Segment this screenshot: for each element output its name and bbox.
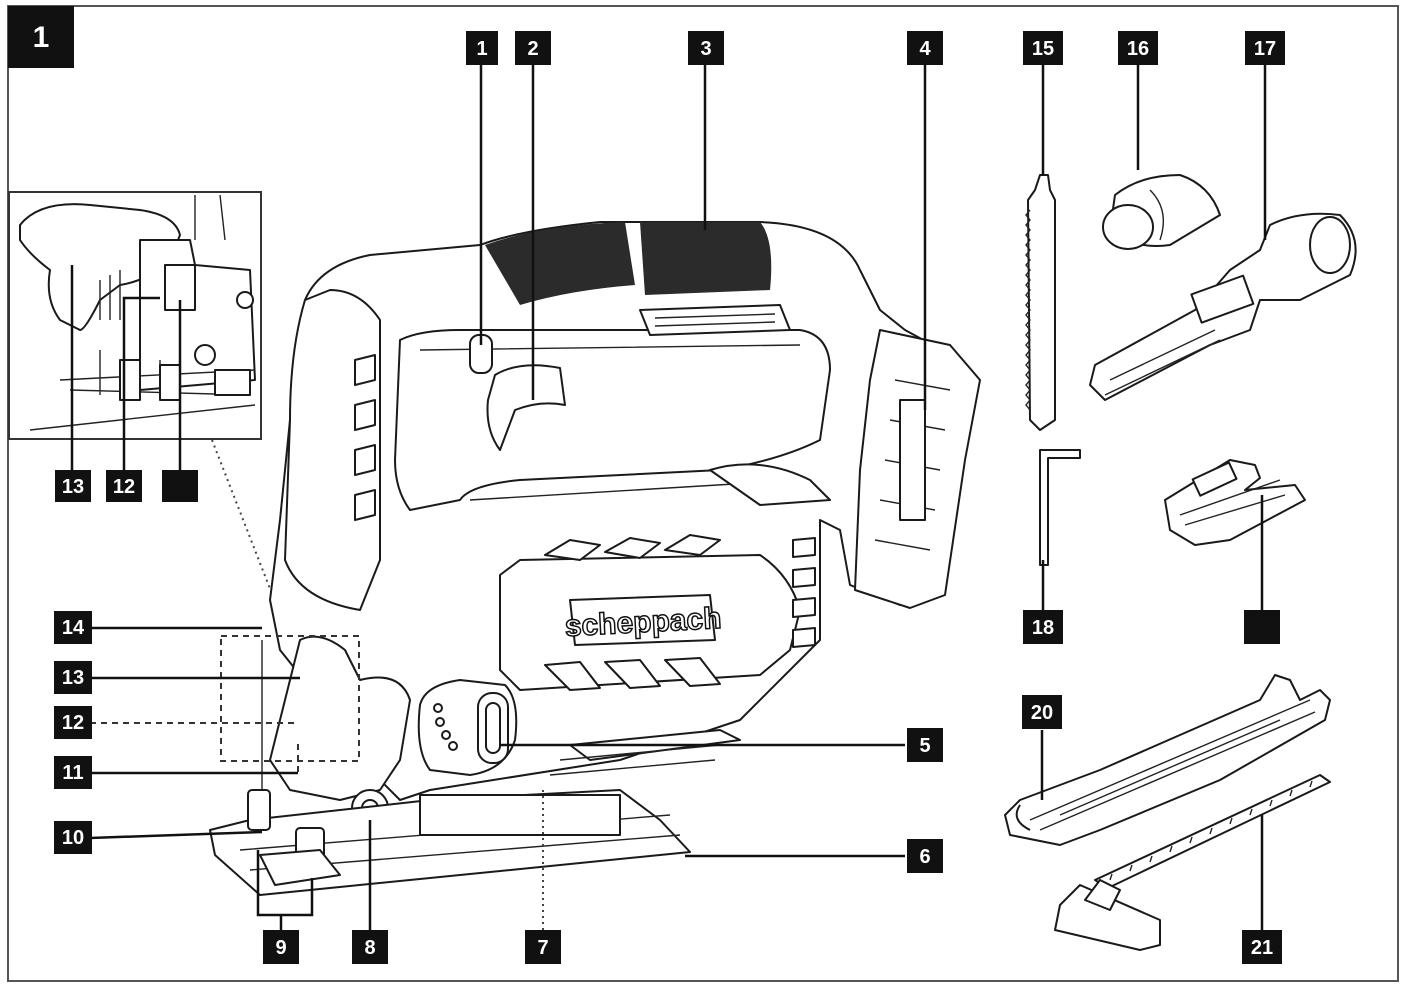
jigsaw-illustration: scheppach: [209, 221, 981, 896]
label-4: 4: [907, 31, 943, 65]
label-14: 14: [54, 611, 92, 644]
label-16: 16: [1118, 31, 1158, 65]
label-15: 15: [1023, 31, 1063, 65]
label-21: 21: [1242, 930, 1282, 964]
label-6: 6: [907, 839, 943, 873]
dust-extraction-drawing: [1089, 212, 1357, 401]
svg-text:20: 20: [1031, 702, 1053, 724]
label-inset-12: 12: [106, 470, 142, 502]
svg-text:12: 12: [113, 476, 135, 498]
label-18: 18: [1023, 610, 1063, 644]
svg-text:10: 10: [62, 827, 84, 849]
svg-text:13: 13: [62, 667, 84, 689]
label-7: 7: [525, 930, 561, 964]
label-12: 12: [54, 706, 92, 739]
svg-text:17: 17: [1254, 38, 1276, 60]
label-17: 17: [1245, 31, 1285, 65]
label-5: 5: [907, 728, 943, 762]
inset-detail: [8, 191, 262, 440]
svg-text:15: 15: [1032, 38, 1054, 60]
label-1: 1: [466, 31, 498, 65]
svg-text:9: 9: [275, 937, 286, 959]
label-11: 11: [54, 756, 92, 789]
label-10: 10: [54, 821, 92, 854]
svg-text:16: 16: [1127, 38, 1149, 60]
label-8: 8: [352, 930, 388, 964]
adapter-drawing: [1102, 174, 1221, 250]
svg-text:5: 5: [919, 735, 930, 757]
svg-text:18: 18: [1032, 617, 1054, 639]
parallel-guide-drawing: [1004, 674, 1331, 846]
saw-blade-drawing: [1025, 174, 1056, 431]
label-blank-clamp: [1244, 610, 1280, 644]
svg-text:4: 4: [919, 38, 931, 60]
label-20: 20: [1022, 695, 1062, 729]
allen-key-drawing: [1039, 449, 1081, 566]
brand-logo-text: scheppach: [564, 602, 722, 643]
svg-text:6: 6: [919, 846, 930, 868]
svg-text:2: 2: [527, 38, 538, 60]
svg-text:12: 12: [62, 712, 84, 734]
figure-frame: [7, 5, 1399, 982]
label-13: 13: [54, 661, 92, 694]
figure-number-badge: 1: [8, 6, 74, 68]
leader-inset-12: [122, 296, 160, 472]
svg-text:11: 11: [62, 762, 83, 784]
label-3: 3: [688, 31, 724, 65]
label-9: 9: [263, 930, 299, 964]
svg-text:3: 3: [700, 38, 711, 60]
svg-text:7: 7: [537, 937, 548, 959]
ruler-guide-drawing: [1054, 774, 1331, 951]
label-2: 2: [515, 31, 551, 65]
svg-text:14: 14: [62, 617, 85, 639]
label-inset-13: 13: [55, 470, 91, 502]
svg-text:1: 1: [476, 38, 487, 60]
leader-lines: [89, 65, 1267, 930]
label-inset-blank: [162, 470, 198, 502]
blade-clamp-drawing: [1164, 459, 1306, 546]
svg-text:8: 8: [364, 937, 375, 959]
detail-highlight-box: [220, 635, 360, 762]
svg-text:13: 13: [62, 476, 84, 498]
svg-text:1: 1: [33, 21, 50, 54]
svg-text:21: 21: [1251, 937, 1273, 959]
